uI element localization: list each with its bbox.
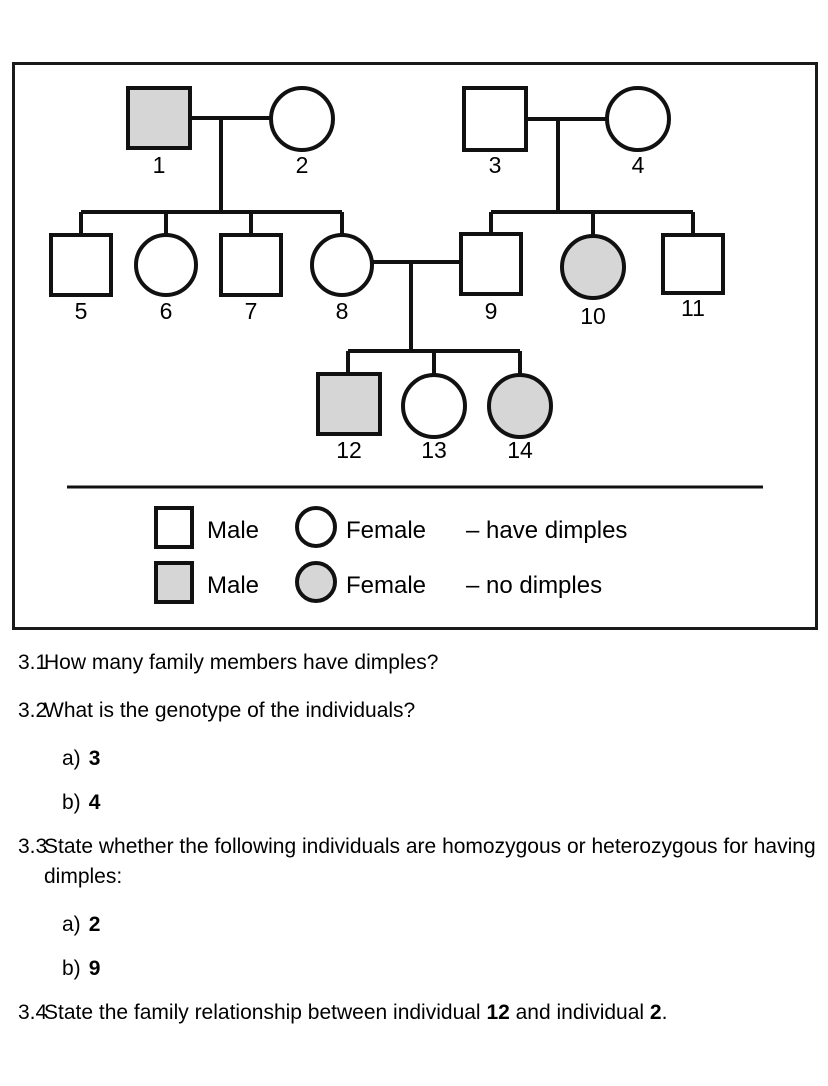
subitem-value: 9 [88, 957, 101, 980]
legend-male-label-1: Male [207, 517, 259, 544]
question-3-2: 3.2 What is the genotype of the individu… [0, 696, 828, 726]
legend-female-unshaded-icon [295, 506, 337, 548]
individual-7-label: 7 [245, 298, 258, 324]
question-3-4: 3.4 State the family relationship betwee… [0, 998, 828, 1028]
individual-6-label: 6 [160, 298, 173, 324]
generation-2: 5 6 7 8 9 10 11 [49, 232, 725, 329]
individual-2-label: 2 [296, 152, 309, 178]
question-text: State the family relationship between in… [44, 1001, 668, 1024]
individual-1-symbol[interactable] [126, 86, 192, 150]
generation-3: 12 13 14 [316, 372, 553, 463]
subitem-value: 3 [88, 747, 101, 770]
individual-1-label: 1 [153, 152, 166, 178]
individual-10-label: 10 [580, 303, 606, 329]
legend-description-1: – have dimples [466, 517, 627, 544]
individual-14-symbol[interactable] [487, 373, 553, 439]
question-3-3-subitem-b: b) 9 [0, 954, 828, 984]
individual-11-symbol[interactable] [661, 233, 725, 295]
subitem-value: 4 [88, 791, 101, 814]
question-3-3: 3.3 State whether the following individu… [0, 832, 828, 892]
question-number: 3.3 [18, 835, 48, 858]
question-text: What is the genotype of the individuals? [44, 699, 416, 722]
legend-row-no-dimples: Male Female – no dimples [154, 561, 602, 604]
question-3-3-subitem-a: a) 2 [0, 910, 828, 940]
individual-13-label: 13 [421, 437, 447, 463]
individual-4-label: 4 [632, 152, 645, 178]
individual-5-symbol[interactable] [49, 233, 113, 297]
legend-male-label-2: Male [207, 572, 259, 599]
legend-female-shaded-icon [295, 561, 337, 603]
question-3-2-subitem-b: b) 4 [0, 788, 828, 818]
individual-12-symbol[interactable] [316, 372, 382, 436]
question-3-2-subitem-a: a) 3 [0, 744, 828, 774]
individual-8-label: 8 [336, 298, 349, 324]
legend-female-label-1: Female [346, 517, 426, 544]
subitem-label: a) [62, 913, 81, 936]
connection-lines [79, 116, 695, 376]
question-text: How many family members have dimples? [44, 651, 439, 674]
question-number: 3.4 [18, 1001, 48, 1024]
question-3-1: 3.1 How many family members have dimples… [0, 648, 828, 678]
individual-14-label: 14 [507, 437, 533, 463]
questions-list: 3.1 How many family members have dimples… [0, 648, 828, 1046]
individual-3-symbol[interactable] [462, 86, 528, 152]
pedigree-diagram-panel: 1 2 3 4 5 6 7 8 9 10 11 [12, 62, 818, 630]
legend-row-have-dimples: Male Female – have dimples [154, 506, 627, 549]
legend: Male Female – have dimples Male Female –… [154, 506, 627, 604]
individual-9-symbol[interactable] [459, 232, 523, 296]
legend-male-unshaded-icon [154, 506, 194, 549]
individual-9-label: 9 [485, 298, 498, 324]
individual-13-symbol[interactable] [401, 373, 467, 439]
individual-7-symbol[interactable] [219, 233, 283, 297]
individual-5-label: 5 [75, 298, 88, 324]
generation-1: 1 2 3 4 [126, 86, 671, 178]
question-number: 3.2 [18, 699, 48, 722]
individual-11-label: 11 [681, 295, 705, 321]
individual-2-symbol[interactable] [269, 86, 335, 152]
individual-12-label: 12 [336, 437, 362, 463]
question-text: State whether the following individuals … [44, 835, 816, 888]
question-number: 3.1 [18, 651, 48, 674]
legend-description-2: – no dimples [466, 572, 602, 599]
individual-10-symbol[interactable] [560, 234, 626, 300]
individual-4-symbol[interactable] [605, 86, 671, 152]
legend-female-label-2: Female [346, 572, 426, 599]
legend-male-shaded-icon [154, 561, 194, 604]
subitem-label: a) [62, 747, 81, 770]
individual-6-symbol[interactable] [134, 233, 198, 297]
subitem-value: 2 [88, 913, 101, 936]
individual-8-symbol[interactable] [310, 233, 374, 297]
individual-3-label: 3 [489, 152, 502, 178]
pedigree-svg: 1 2 3 4 5 6 7 8 9 10 11 [49, 86, 763, 604]
subitem-label: b) [62, 791, 81, 814]
subitem-label: b) [62, 957, 81, 980]
